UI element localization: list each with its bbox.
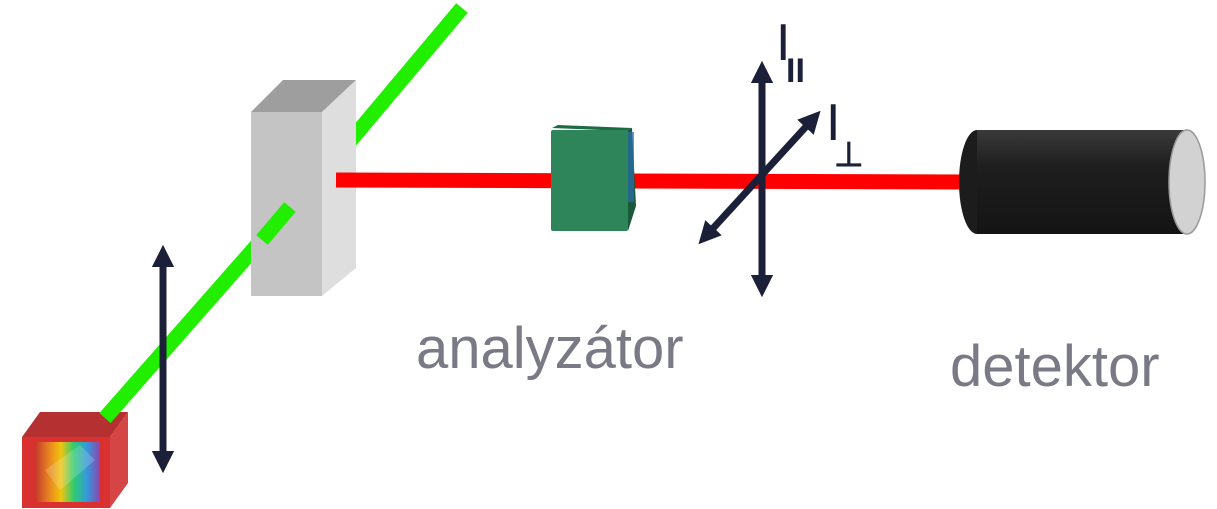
rainbow-window — [35, 442, 100, 502]
detector-cylinder — [959, 129, 1206, 235]
analyzer-front-face — [551, 130, 628, 231]
light-source-side — [110, 412, 128, 508]
analyzer-edge-highlight — [628, 132, 634, 202]
detector-front-face — [1168, 129, 1206, 235]
i-perpendicular-subscript: ⊥ — [834, 136, 864, 174]
red-emission-beam — [335, 172, 969, 190]
i-parallel-subscript: II — [786, 52, 805, 90]
sample-side-face — [322, 80, 356, 296]
i-parallel-label: I — [776, 14, 790, 72]
light-source — [22, 412, 128, 508]
green-beam-through-sample — [256, 202, 296, 245]
analyzer-top-face — [552, 125, 632, 131]
rainbow-window-highlight — [45, 445, 95, 490]
analyzer-cube — [551, 125, 636, 231]
detector-label: detektor — [950, 334, 1160, 399]
sample-front-face — [251, 112, 322, 296]
sample-block — [251, 80, 356, 296]
perpendicular-polarization-arrow — [698, 110, 821, 245]
i-perpendicular-label: I — [826, 94, 840, 152]
light-source-top — [22, 412, 128, 437]
detector-body — [977, 130, 1187, 234]
analyzer-label: analyzátor — [416, 316, 684, 381]
sample-top-face — [251, 80, 356, 112]
